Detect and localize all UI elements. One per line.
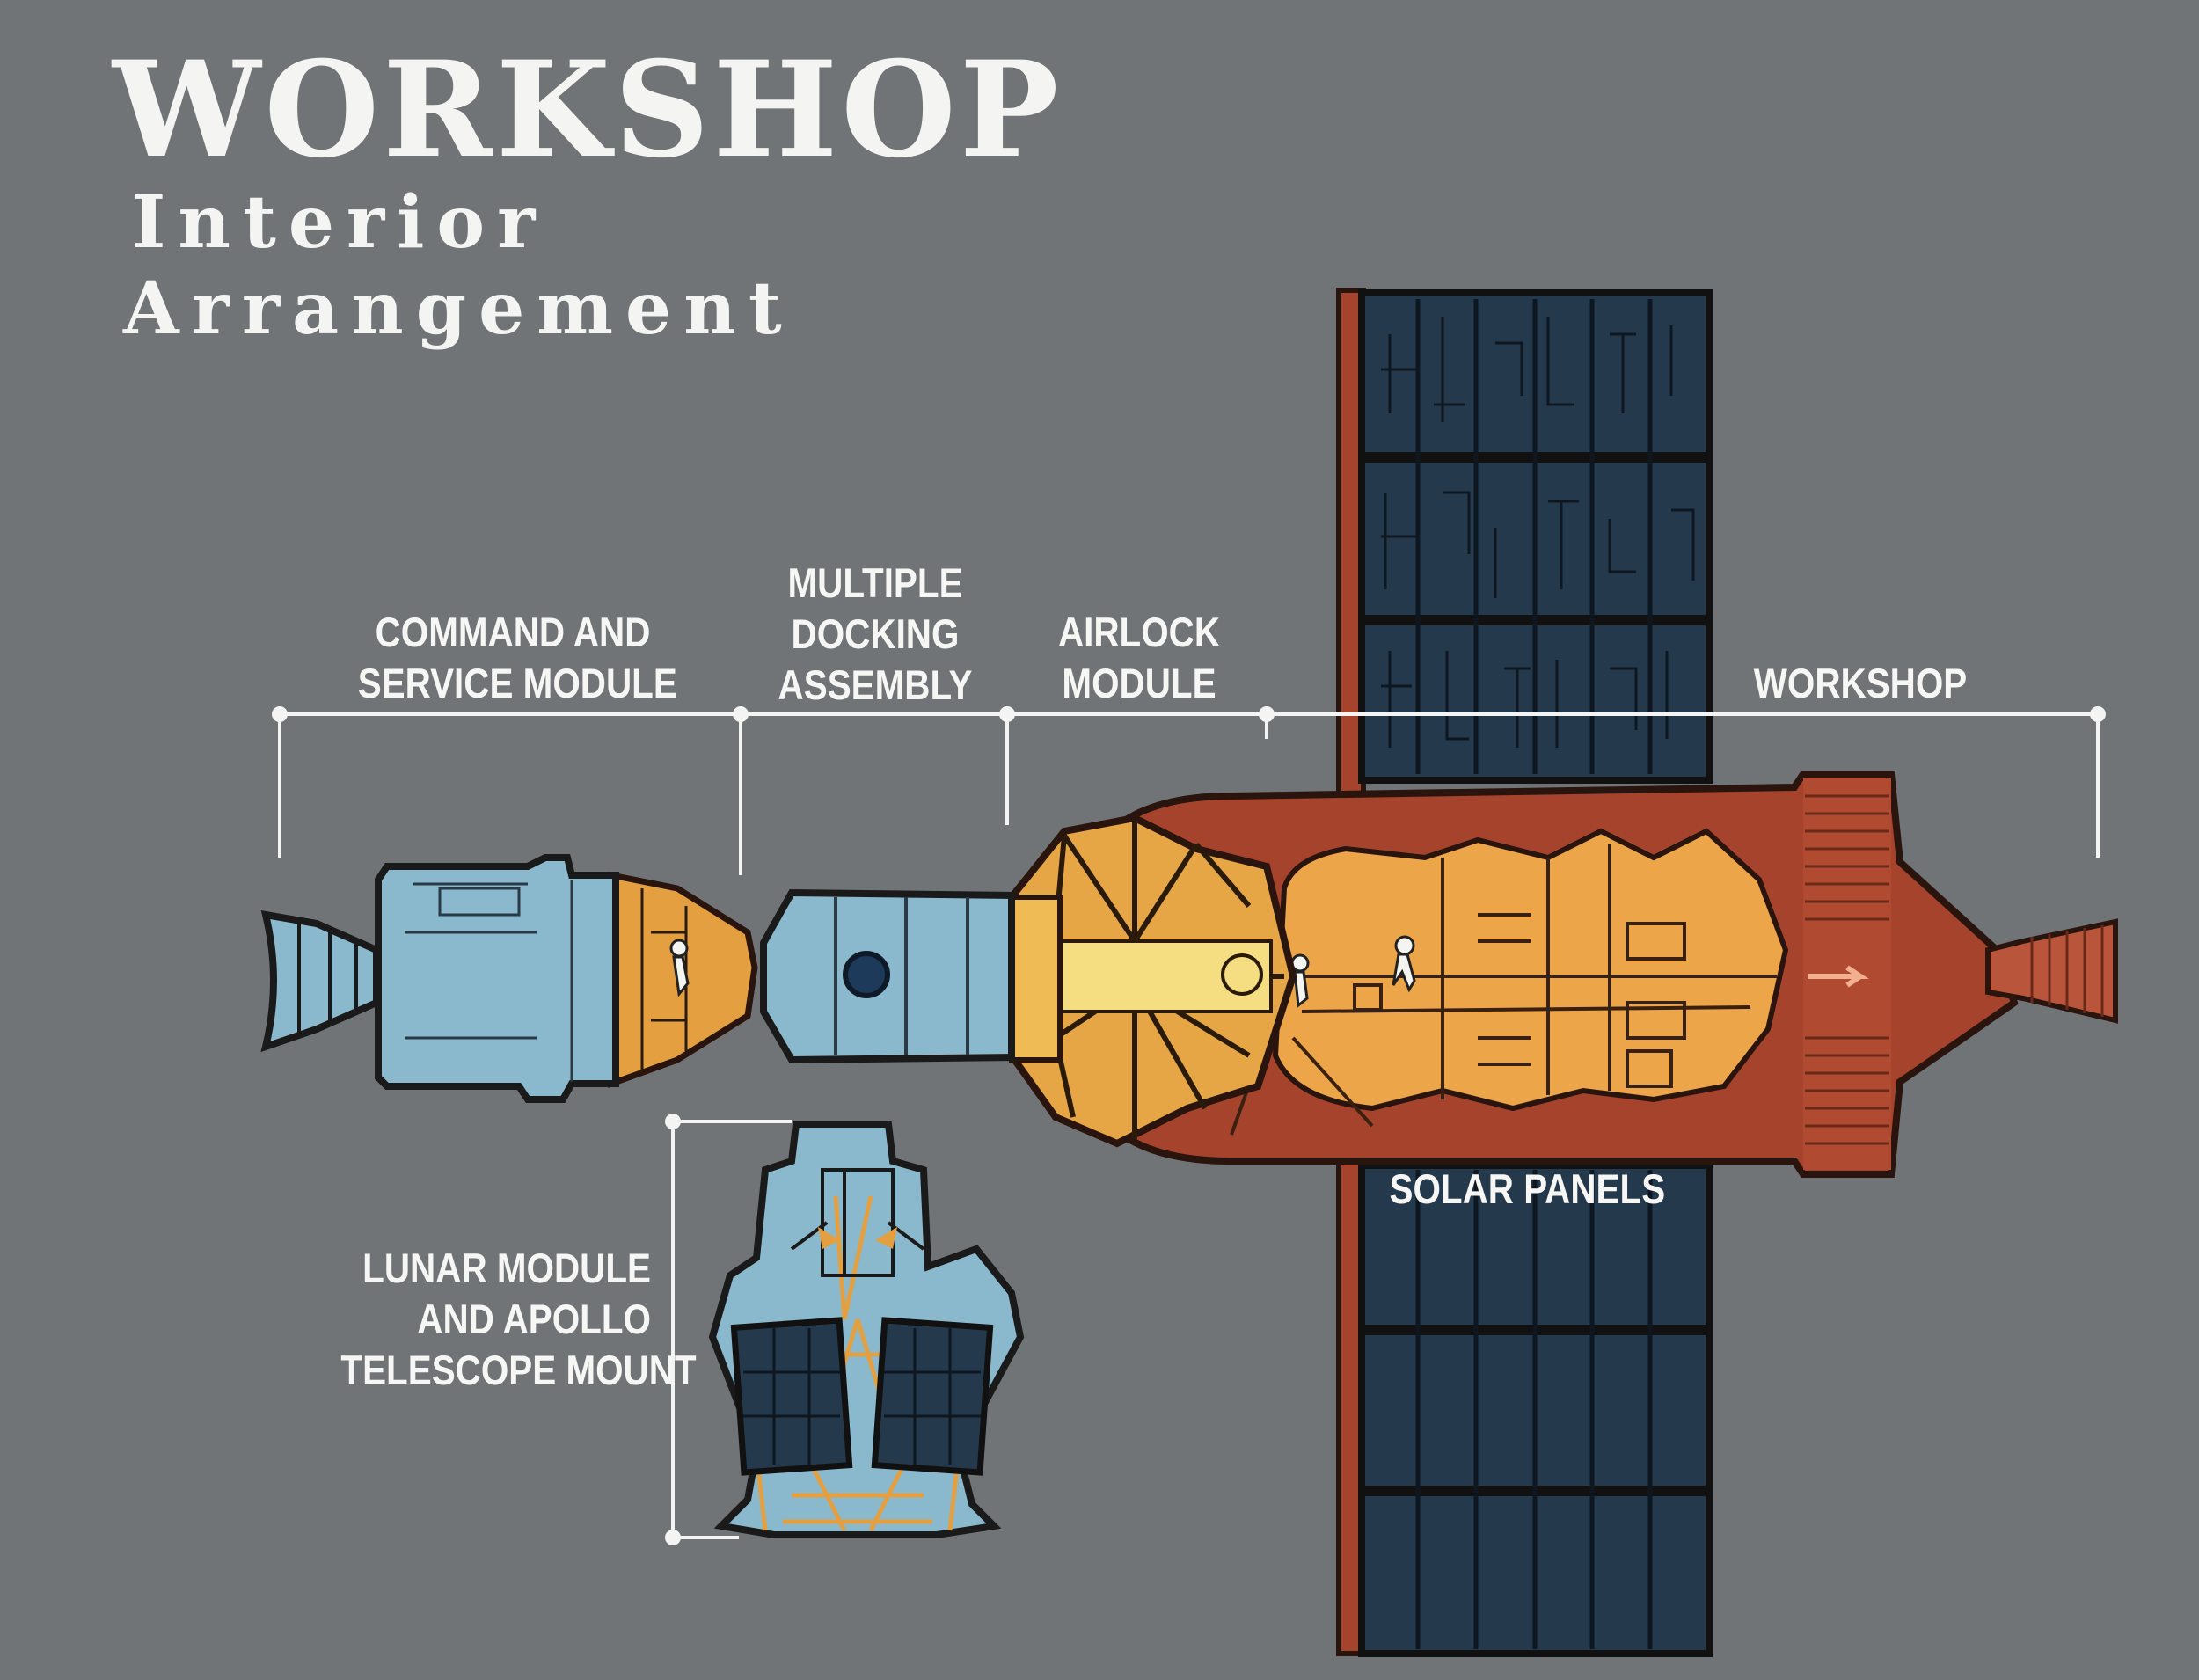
label-lunar-module-atm: LUNAR MODULE AND APOLLO TELESCOPE MOUNT — [340, 1243, 697, 1396]
dimension-lines — [272, 706, 2106, 1545]
label-airlock-module: AIRLOCK MODULE — [1052, 607, 1226, 709]
label-line: MULTIPLE — [787, 559, 963, 606]
astronaut-figures — [1290, 935, 1416, 1008]
airlock-module — [1008, 814, 1297, 1148]
docking-adapter — [760, 888, 1063, 1064]
diagram-subtitle-line1: Interior — [132, 180, 548, 265]
workshop-module — [1096, 771, 2118, 1178]
label-line: SOLAR PANELS — [1389, 1165, 1666, 1212]
docking-port-window — [843, 951, 890, 998]
label-line: AND APOLLO — [417, 1296, 651, 1342]
label-workshop: WORKSHOP — [1750, 658, 1969, 709]
label-line: ASSEMBLY — [778, 661, 973, 708]
diagram-subtitle-line2: Arrangement — [123, 267, 794, 351]
label-line: SERVICE MODULE — [357, 660, 677, 706]
label-line: COMMAND AND — [375, 609, 651, 655]
atm-solar-panels — [730, 1317, 994, 1476]
solar-panels — [1336, 288, 1713, 1657]
label-line: WORKSHOP — [1753, 660, 1968, 706]
label-line: LUNAR MODULE — [362, 1245, 651, 1291]
command-service-module — [260, 854, 758, 1103]
lower-solar-wing — [1358, 1162, 1713, 1657]
label-line: AIRLOCK — [1057, 609, 1221, 655]
label-command-service-module: COMMAND AND SERVICE MODULE — [357, 607, 677, 709]
diagram-title: WORKSHOP — [113, 33, 1063, 187]
lunar-module-atm — [708, 1121, 1025, 1538]
label-multiple-docking-assembly: MULTIPLE DOCKING ASSEMBLY — [773, 558, 977, 711]
label-line: MODULE — [1062, 660, 1216, 706]
upper-solar-wing — [1358, 289, 1713, 784]
label-line: DOCKING — [791, 610, 960, 657]
label-line: TELESCOPE MOUNT — [340, 1347, 697, 1393]
label-solar-panels: SOLAR PANELS — [1389, 1164, 1666, 1215]
